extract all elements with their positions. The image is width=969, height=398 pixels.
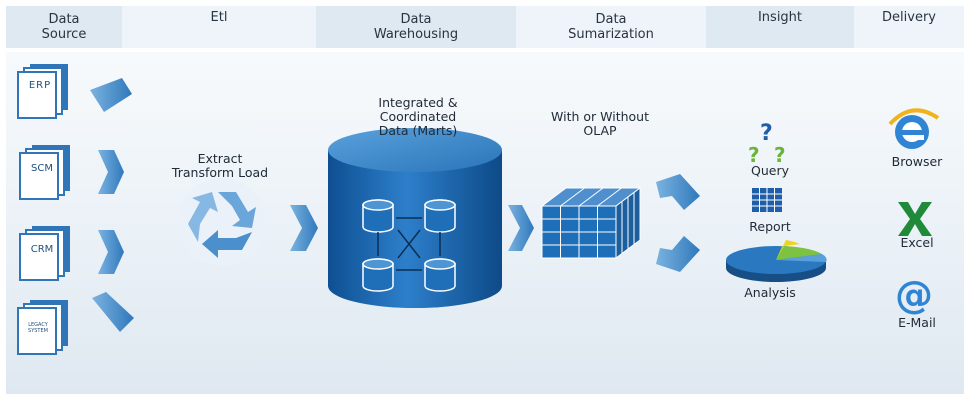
- report-grid-icon: [752, 188, 782, 212]
- header-delivery: Delivery: [854, 6, 964, 48]
- question-marks-icon: ? ? ?: [748, 121, 786, 167]
- header-label: Source: [41, 27, 87, 42]
- etl-label-line2: Transform Load: [171, 165, 269, 180]
- olap-cube-icon: [540, 187, 642, 259]
- header-label: Sumarization: [568, 27, 654, 42]
- warehouse-label-line3: Data (Marts): [378, 123, 458, 138]
- insight-report-label: Report: [749, 219, 791, 234]
- database-cylinder-icon: [328, 128, 502, 308]
- header-label: Delivery: [882, 10, 936, 25]
- header-label: Warehousing: [373, 27, 459, 42]
- olap-label-line2: OLAP: [583, 123, 617, 138]
- delivery-excel-label: Excel: [900, 235, 934, 250]
- chevron-right-icon: [290, 205, 318, 251]
- source-label-crm: CRM: [30, 244, 54, 255]
- etl-label-line1: Extract: [197, 151, 243, 166]
- pie-chart-icon: [726, 240, 827, 282]
- recycle-icon: [178, 178, 266, 266]
- header-label: Data: [48, 12, 80, 27]
- chevron-right-icon: [508, 205, 534, 251]
- warehouse-label: Integrated & Coordinated Data (Marts): [348, 96, 488, 138]
- browser-icon: [888, 108, 940, 149]
- etl-label: Extract Transform Load: [150, 152, 290, 180]
- insight-query-label: Query: [751, 163, 789, 178]
- header-label: Etl: [210, 10, 228, 25]
- arrow-down-right-icon: [656, 236, 700, 272]
- warehouse-label-line1: Integrated &: [378, 95, 458, 110]
- insight-analysis-label: Analysis: [744, 285, 796, 300]
- svg-text:@: @: [895, 273, 933, 317]
- svg-text:?: ?: [760, 121, 773, 146]
- excel-icon: [898, 202, 932, 236]
- source-crm: [19, 225, 124, 281]
- source-label-legacy: LEGACY SYSTEM: [28, 322, 48, 334]
- warehouse-label-line2: Coordinated: [379, 109, 457, 124]
- olap-label: With or Without OLAP: [530, 110, 670, 138]
- delivery-browser-label: Browser: [891, 154, 943, 169]
- header-etl: Etl: [122, 6, 316, 48]
- source-label-scm: SCM: [31, 163, 53, 174]
- header-label: Data: [400, 12, 432, 27]
- olap-label-line1: With or Without: [551, 109, 649, 124]
- header-label: Insight: [757, 10, 803, 25]
- source-legacy: [17, 292, 134, 355]
- svg-text:?: ?: [774, 143, 786, 167]
- header-label: Data: [595, 12, 627, 27]
- delivery-email-label: E-Mail: [898, 315, 936, 330]
- header-insight: Insight: [706, 6, 854, 48]
- source-erp: [17, 63, 132, 119]
- svg-text:?: ?: [748, 143, 760, 167]
- email-at-icon: @: [895, 273, 933, 317]
- arrow-up-right-icon: [656, 174, 700, 210]
- source-scm: [19, 144, 124, 200]
- source-label-erp: ERP: [28, 80, 52, 91]
